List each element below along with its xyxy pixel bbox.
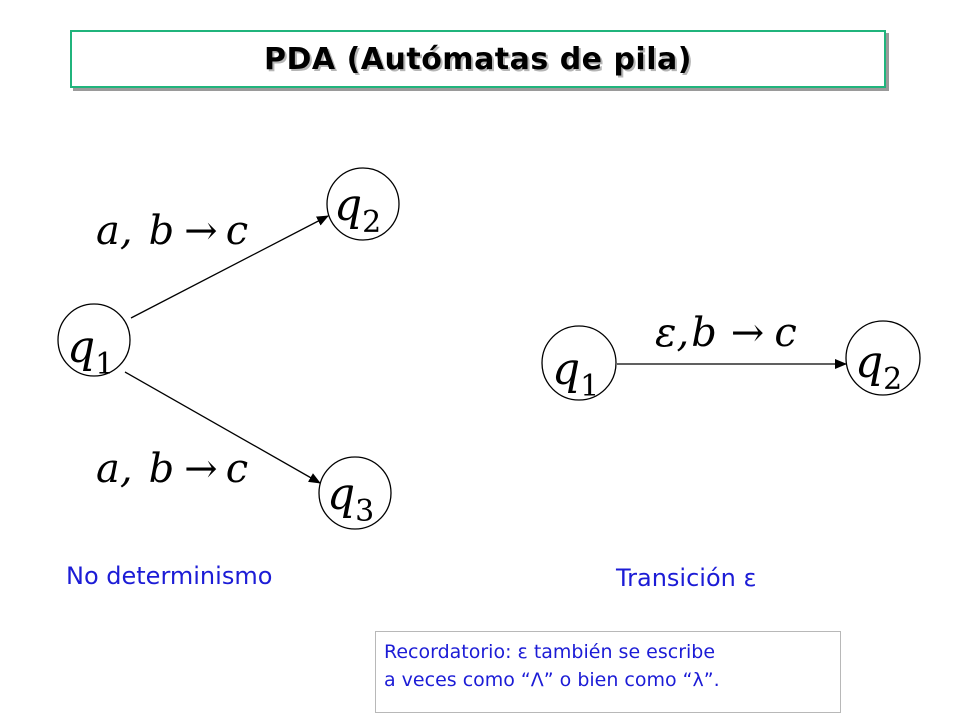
read-symbol: a, — [96, 208, 133, 254]
push-symbol: c — [226, 208, 248, 254]
svg-text:q1: q1 — [552, 344, 599, 404]
read-symbol: a, — [96, 446, 133, 492]
state-subscript: 3 — [355, 494, 374, 529]
svg-text:q2: q2 — [855, 337, 902, 397]
arrow-symbol: → — [184, 446, 218, 492]
read-symbol: ε, — [655, 310, 689, 356]
edge-q1-q3 — [124, 371, 321, 484]
push-symbol: c — [226, 446, 248, 492]
page-title: PDA (Autómatas de pila) — [264, 41, 692, 77]
state-q1-left: q1 — [57, 303, 131, 382]
push-symbol: c — [774, 310, 796, 356]
state-q3-left: q3 — [318, 456, 392, 530]
state-name: q — [334, 180, 362, 231]
note-line-1: Recordatorio: ε también se escribe — [384, 641, 716, 663]
state-name: q — [552, 344, 580, 395]
state-q2-left: q2 — [326, 167, 400, 241]
edge-q1-q2 — [130, 215, 329, 319]
state-subscript: 1 — [580, 369, 599, 404]
state-name: q — [67, 322, 95, 373]
note-line-2: a veces como “Λ” o bien como “λ”. — [384, 669, 720, 691]
svg-text:q1: q1 — [67, 322, 114, 382]
nondeterminism-diagram: q1 q2 q3 a,b→c a,b→c — [57, 167, 400, 530]
reminder-note: Recordatorio: ε también se escribe a vec… — [375, 631, 841, 713]
caption-nondeterminism: No determinismo — [66, 562, 273, 590]
state-subscript: 2 — [883, 362, 902, 397]
pop-symbol: b — [691, 310, 717, 356]
epsilon-diagram: q1 q2 ε,b→c — [541, 310, 921, 404]
svg-text:q2: q2 — [334, 180, 381, 240]
caption-epsilon-transition: Transición ε — [616, 564, 757, 592]
edge-label-q1-q3: a, b→c — [96, 446, 248, 492]
state-subscript: 1 — [95, 347, 114, 382]
arrow-symbol: → — [731, 310, 765, 356]
svg-text:q3: q3 — [327, 469, 374, 529]
edge-label-epsilon: ε,b →c — [655, 310, 797, 356]
state-name: q — [327, 469, 355, 520]
pop-symbol: b — [149, 208, 175, 254]
state-q2-right: q2 — [845, 320, 921, 397]
arrow-symbol: → — [184, 208, 218, 254]
state-subscript: 2 — [362, 205, 381, 240]
state-name: q — [855, 337, 883, 388]
edge-label-q1-q2: a, b→c — [96, 208, 248, 254]
title-box: PDA (Autómatas de pila) — [70, 30, 886, 88]
pop-symbol: b — [149, 446, 175, 492]
state-q1-right: q1 — [541, 325, 617, 404]
